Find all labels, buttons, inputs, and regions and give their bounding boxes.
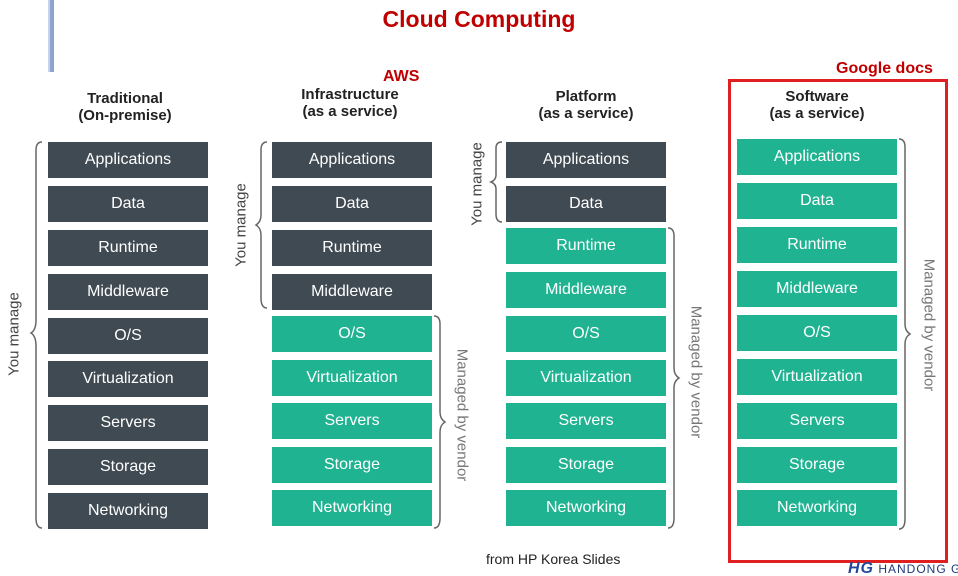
paas-layer-virtualization: Virtualization — [506, 360, 666, 396]
paas-you-manage-brace — [488, 141, 503, 223]
traditional-you-manage-brace — [29, 141, 43, 529]
google-docs-tag: Google docs — [836, 60, 933, 77]
saas-layer-virtualization: Virtualization — [737, 359, 897, 395]
header-saas-line2: (as a service) — [769, 105, 865, 122]
iaas-layer-storage: Storage — [272, 447, 432, 483]
paas-you-manage-label: You manage — [468, 142, 486, 226]
saas-layer-servers: Servers — [737, 403, 897, 439]
iaas-you-manage-label: You manage — [232, 183, 250, 267]
saas-layer-os: O/S — [737, 315, 897, 351]
aws-tag: AWS — [383, 68, 420, 85]
iaas-managed-by-vendor-label: Managed by vendor — [453, 348, 471, 482]
saas-layer-data: Data — [737, 183, 897, 219]
paas-layer-applications: Applications — [506, 142, 666, 178]
paas-layer-middleware: Middleware — [506, 272, 666, 308]
accent-bar — [48, 0, 54, 72]
traditional-layer-middleware: Middleware — [48, 274, 208, 310]
traditional-layer-os: O/S — [48, 318, 208, 354]
traditional-layer-virtualization: Virtualization — [48, 361, 208, 397]
iaas-layer-networking: Networking — [272, 490, 432, 526]
paas-layer-servers: Servers — [506, 403, 666, 439]
traditional-layer-storage: Storage — [48, 449, 208, 485]
saas-layer-networking: Networking — [737, 490, 897, 526]
iaas-layer-data: Data — [272, 186, 432, 222]
logo-text: HANDONG GLOBAL — [878, 562, 958, 576]
saas-layer-middleware: Middleware — [737, 271, 897, 307]
traditional-layer-runtime: Runtime — [48, 230, 208, 266]
traditional-you-manage-label: You manage — [5, 292, 23, 376]
iaas-layer-virtualization: Virtualization — [272, 360, 432, 396]
paas-layer-runtime: Runtime — [506, 228, 666, 264]
header-iaas-line1: Infrastructure — [301, 86, 399, 103]
iaas-layer-os: O/S — [272, 316, 432, 352]
header-saas-line1: Software — [785, 88, 849, 105]
header-traditional-line1: Traditional — [87, 90, 163, 107]
header-traditional: Traditional (On-premise) — [35, 90, 215, 124]
page-title: Cloud Computing — [382, 6, 576, 32]
paas-vendor-brace — [667, 227, 681, 529]
header-paas: Platform (as a service) — [496, 88, 676, 122]
header-iaas: Infrastructure (as a service) — [260, 86, 440, 120]
traditional-layer-applications: Applications — [48, 142, 208, 178]
saas-layer-storage: Storage — [737, 447, 897, 483]
iaas-layer-runtime: Runtime — [272, 230, 432, 266]
source-credit: from HP Korea Slides — [486, 551, 621, 567]
paas-managed-by-vendor-label: Managed by vendor — [687, 305, 705, 439]
paas-layer-storage: Storage — [506, 447, 666, 483]
iaas-layer-applications: Applications — [272, 142, 432, 178]
iaas-vendor-brace — [433, 315, 447, 529]
paas-layer-os: O/S — [506, 316, 666, 352]
iaas-you-manage-brace — [254, 141, 268, 309]
saas-layer-runtime: Runtime — [737, 227, 897, 263]
saas-highlight-box — [728, 79, 948, 563]
traditional-layer-networking: Networking — [48, 493, 208, 529]
traditional-layer-servers: Servers — [48, 405, 208, 441]
paas-layer-data: Data — [506, 186, 666, 222]
logo-mark: HG — [848, 560, 874, 576]
paas-layer-networking: Networking — [506, 490, 666, 526]
saas-vendor-brace — [898, 138, 912, 530]
university-logo: HG HANDONG GLOBAL — [848, 560, 958, 576]
header-iaas-line2: (as a service) — [302, 103, 398, 120]
header-saas: Software (as a service) — [727, 88, 907, 122]
saas-managed-by-vendor-label: Managed by vendor — [920, 258, 938, 392]
header-paas-line1: Platform — [555, 88, 617, 105]
iaas-layer-servers: Servers — [272, 403, 432, 439]
iaas-layer-middleware: Middleware — [272, 274, 432, 310]
header-paas-line2: (as a service) — [538, 105, 634, 122]
traditional-layer-data: Data — [48, 186, 208, 222]
header-traditional-line2: (On-premise) — [78, 107, 172, 124]
saas-layer-applications: Applications — [737, 139, 897, 175]
